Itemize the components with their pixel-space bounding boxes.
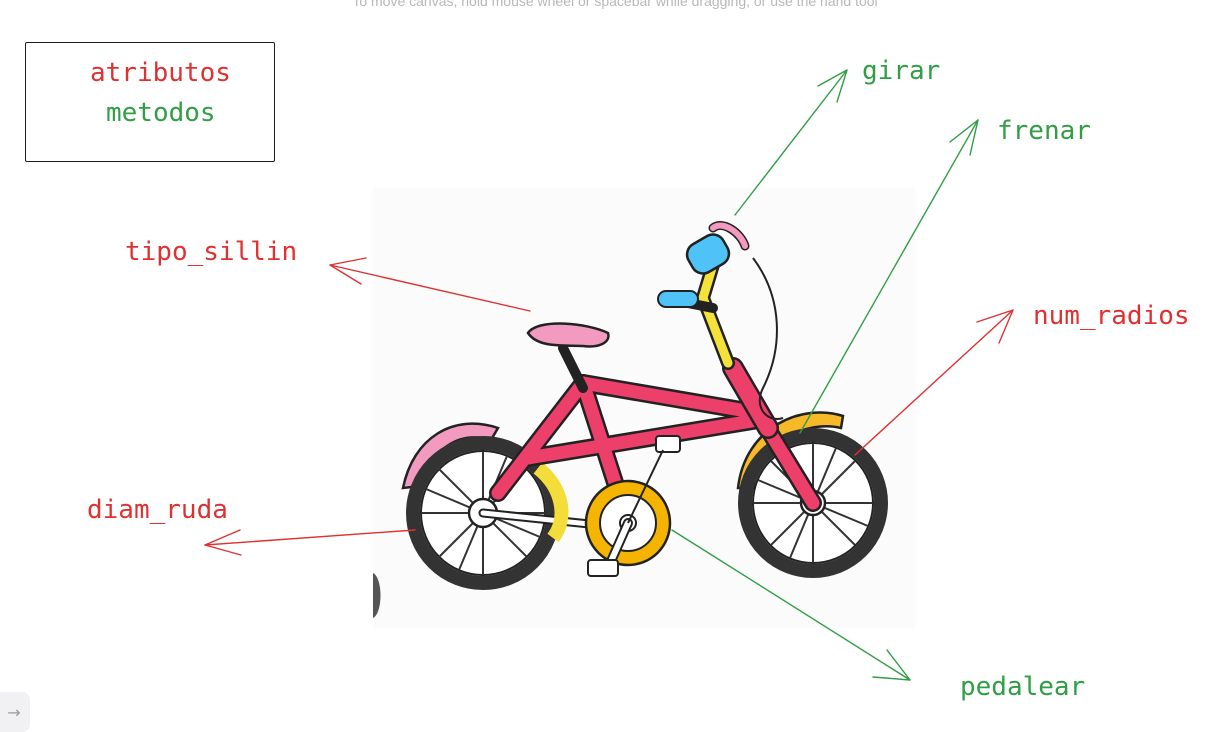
legend-box[interactable]	[25, 42, 275, 162]
arrow-pedalear[interactable]	[671, 529, 911, 681]
label-frenar[interactable]: frenar	[997, 116, 1091, 146]
arrow-num-radios[interactable]	[854, 309, 1014, 456]
nav-button[interactable]: →	[0, 692, 30, 732]
arrow-diam-ruda[interactable]	[204, 529, 416, 556]
bicycle-image[interactable]	[373, 188, 915, 628]
arrow-girar[interactable]	[734, 69, 848, 216]
label-num-radios[interactable]: num_radios	[1033, 301, 1190, 331]
label-girar[interactable]: girar	[862, 56, 941, 86]
legend-methods-label[interactable]: metodos	[106, 98, 216, 128]
legend-attributes-label[interactable]: atributos	[90, 58, 231, 88]
arrow-frenar[interactable]	[799, 119, 979, 434]
label-tipo-sillin[interactable]: tipo_sillin	[125, 237, 298, 267]
arrow-tipo-sillin[interactable]	[329, 257, 531, 312]
canvas-hint: To move canvas, hold mouse wheel or spac…	[352, 0, 878, 9]
bicycle-illustration	[373, 221, 888, 618]
arrow-right-icon: →	[7, 702, 21, 722]
label-diam-ruda[interactable]: diam_ruda	[87, 495, 228, 525]
label-pedalear[interactable]: pedalear	[960, 672, 1086, 702]
